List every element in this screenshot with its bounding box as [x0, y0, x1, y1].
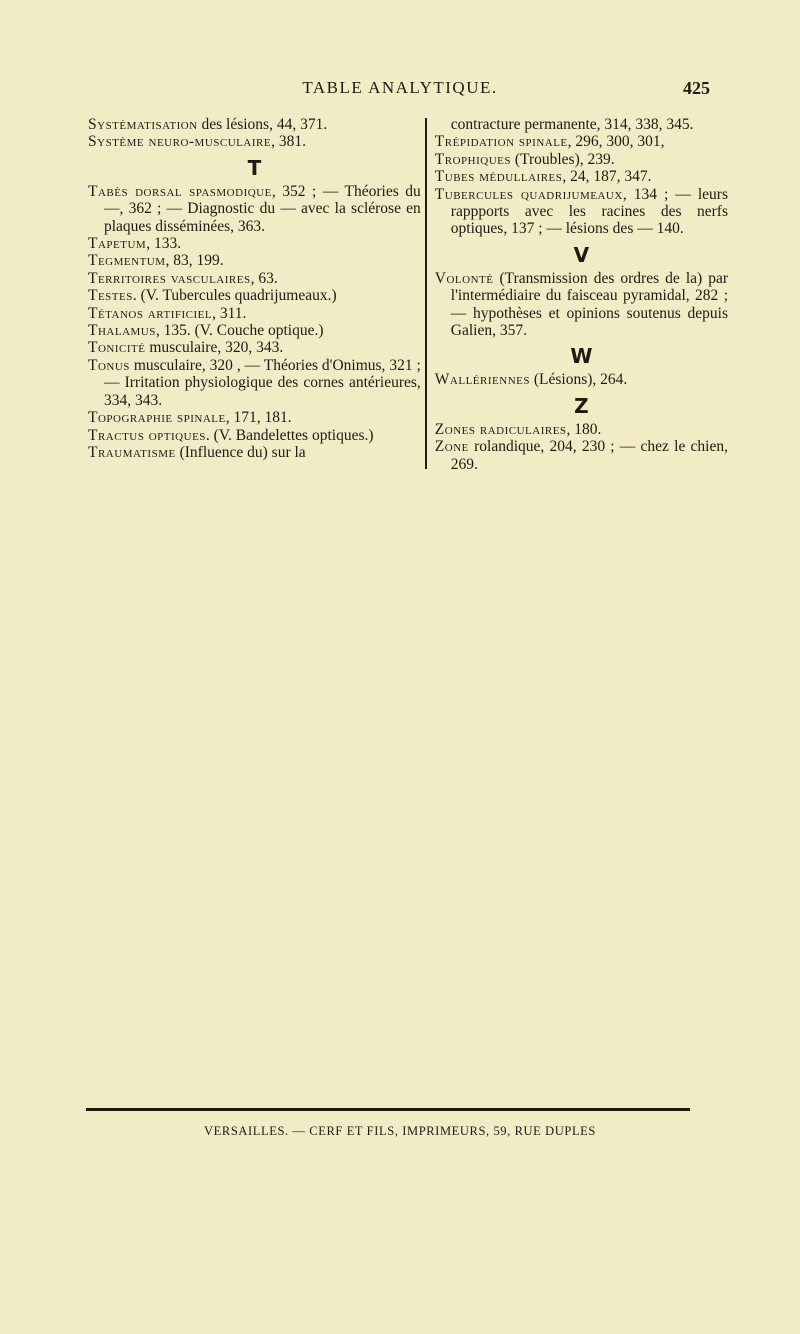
entry-head: Trophiques — [434, 150, 511, 168]
entry-head: Tractus optiques — [88, 426, 206, 444]
entry-head: Système neuro-musculaire — [88, 133, 272, 151]
section-letter-t: T — [247, 155, 262, 180]
entry-text: des lésions, 44, 371. — [197, 116, 328, 133]
index-entry: Zones radiculaires, 180. — [435, 421, 728, 438]
entry-text: , 83, 199. — [165, 252, 224, 270]
page-number: 425 — [683, 78, 710, 98]
entry-text: musculaire, 320 , — Théories d'Onimus, 3… — [104, 356, 421, 409]
running-title: TABLE ANALYTIQUE. — [302, 78, 498, 97]
index-entry: Tractus optiques. (V. Bandelettes optiqu… — [88, 427, 421, 444]
index-entry: Tabès dorsal spasmodique, 352 ; — Théori… — [88, 183, 421, 235]
entry-head: Volonté — [434, 269, 494, 287]
left-column: Systématisation des lésions, 44, 371. Sy… — [88, 116, 425, 473]
index-entry: Tegmentum, 83, 199. — [88, 252, 421, 269]
section-letter-v: V — [573, 242, 590, 267]
entry-head: Systématisation — [88, 116, 198, 133]
section-letter-z: Z — [574, 393, 589, 418]
entry-text: , 134 ; — leurs rappports avec les racin… — [450, 185, 728, 238]
entry-text: , 180. — [566, 420, 602, 438]
index-entry: Tubes médullaires, 24, 187, 347. — [435, 168, 728, 185]
section-letter-w: W — [570, 344, 593, 369]
index-entry: Topographie spinale, 171, 181. — [88, 409, 421, 426]
entry-text: , 24, 187, 347. — [562, 168, 652, 186]
entry-head: Tétanos artificiel — [88, 304, 213, 322]
entry-head: Zones radiculaires — [434, 420, 567, 438]
entry-text: (Influence du) sur la — [175, 443, 306, 461]
entry-head: Tegmentum — [88, 252, 166, 270]
entry-text: , 171, 181. — [225, 409, 292, 427]
printer-imprint: VERSAILLES. — CERF ET FILS, IMPRIMEURS, … — [204, 1124, 596, 1138]
entry-head: Zone — [434, 438, 469, 456]
entry-text: (Transmission des ordres de la) par l'in… — [450, 269, 728, 340]
entry-text: , 296, 300, 301, — [567, 133, 665, 151]
index-entry: Territoires vasculaires, 63. — [88, 270, 421, 287]
index-entry: Trophiques (Troubles), 239. — [435, 151, 728, 168]
entry-text: , 311. — [212, 304, 247, 322]
entry-text: (Troubles), 239. — [511, 150, 615, 168]
index-entry: Thalamus, 135. (V. Couche optique.) — [88, 322, 421, 339]
index-entry: Système neuro-musculaire, 381. — [88, 133, 421, 150]
entry-head: Tonicité — [88, 339, 146, 357]
index-entry-continuation: contracture permanente, 314, 338, 345. — [450, 116, 694, 133]
entry-head: Tapetum — [88, 235, 147, 253]
entry-text: , 352 ; — Théories du —, 362 ; — Diagnos… — [104, 182, 421, 235]
index-entry: Volonté (Transmission des ordres de la) … — [435, 270, 728, 340]
entry-head: Tonus — [88, 356, 130, 374]
index-entry: Tonus musculaire, 320 , — Théories d'Oni… — [88, 357, 421, 409]
index-entry: Testes. (V. Tubercules quadrijumeaux.) — [88, 287, 421, 304]
entry-text: . (V. Bandelettes optiques.) — [205, 426, 374, 444]
index-entry: Traumatisme (Influence du) sur la — [88, 444, 421, 461]
entry-head: Topographie spinale — [88, 409, 226, 427]
entry-head: Tubercules quadrijumeaux — [434, 185, 623, 203]
entry-text: musculaire, 320, 343. — [145, 339, 284, 357]
index-columns: Systématisation des lésions, 44, 371. Sy… — [88, 116, 728, 473]
index-entry: Tubercules quadrijumeaux, 134 ; — leurs … — [435, 186, 728, 238]
index-entry: Trépidation spinale, 296, 300, 301, — [435, 133, 728, 150]
index-entry: Tétanos artificiel, 311. — [88, 305, 421, 322]
entry-head: Trépidation spinale — [434, 133, 568, 151]
entry-text: . (V. Tubercules quadrijumeaux.) — [132, 287, 337, 305]
footer-rule — [86, 1108, 690, 1111]
right-column: contracture permanente, 314, 338, 345. T… — [427, 116, 728, 473]
entry-text: , 63. — [250, 269, 278, 287]
index-entry: Systématisation des lésions, 44, 371. — [88, 116, 421, 133]
column-divider — [424, 118, 427, 470]
index-entry: Tapetum, 133. — [88, 235, 421, 252]
entry-head: Wallériennes — [434, 371, 530, 389]
index-entry: Wallériennes (Lésions), 264. — [435, 371, 728, 388]
entry-text: rolandique, 204, 230 ; — chez le chien, … — [450, 438, 728, 473]
page-header: TABLE ANALYTIQUE. 425 — [90, 78, 710, 100]
entry-text: , 133. — [146, 235, 182, 253]
entry-head: Tubes médullaires — [434, 168, 563, 186]
entry-text: , 381. — [271, 133, 306, 151]
entry-head: Thalamus — [88, 322, 156, 340]
entry-text: (Lésions), 264. — [529, 371, 628, 389]
entry-head: Traumatisme — [88, 443, 176, 461]
entry-head: Testes — [88, 287, 133, 305]
entry-head: Tabès dorsal spasmodique — [88, 182, 272, 200]
entry-text: , 135. (V. Couche optique.) — [155, 322, 324, 340]
entry-head: Territoires vasculaires — [88, 269, 251, 287]
index-entry: Tonicité musculaire, 320, 343. — [88, 339, 421, 356]
index-entry: Zone rolandique, 204, 230 ; — chez le ch… — [435, 438, 728, 473]
